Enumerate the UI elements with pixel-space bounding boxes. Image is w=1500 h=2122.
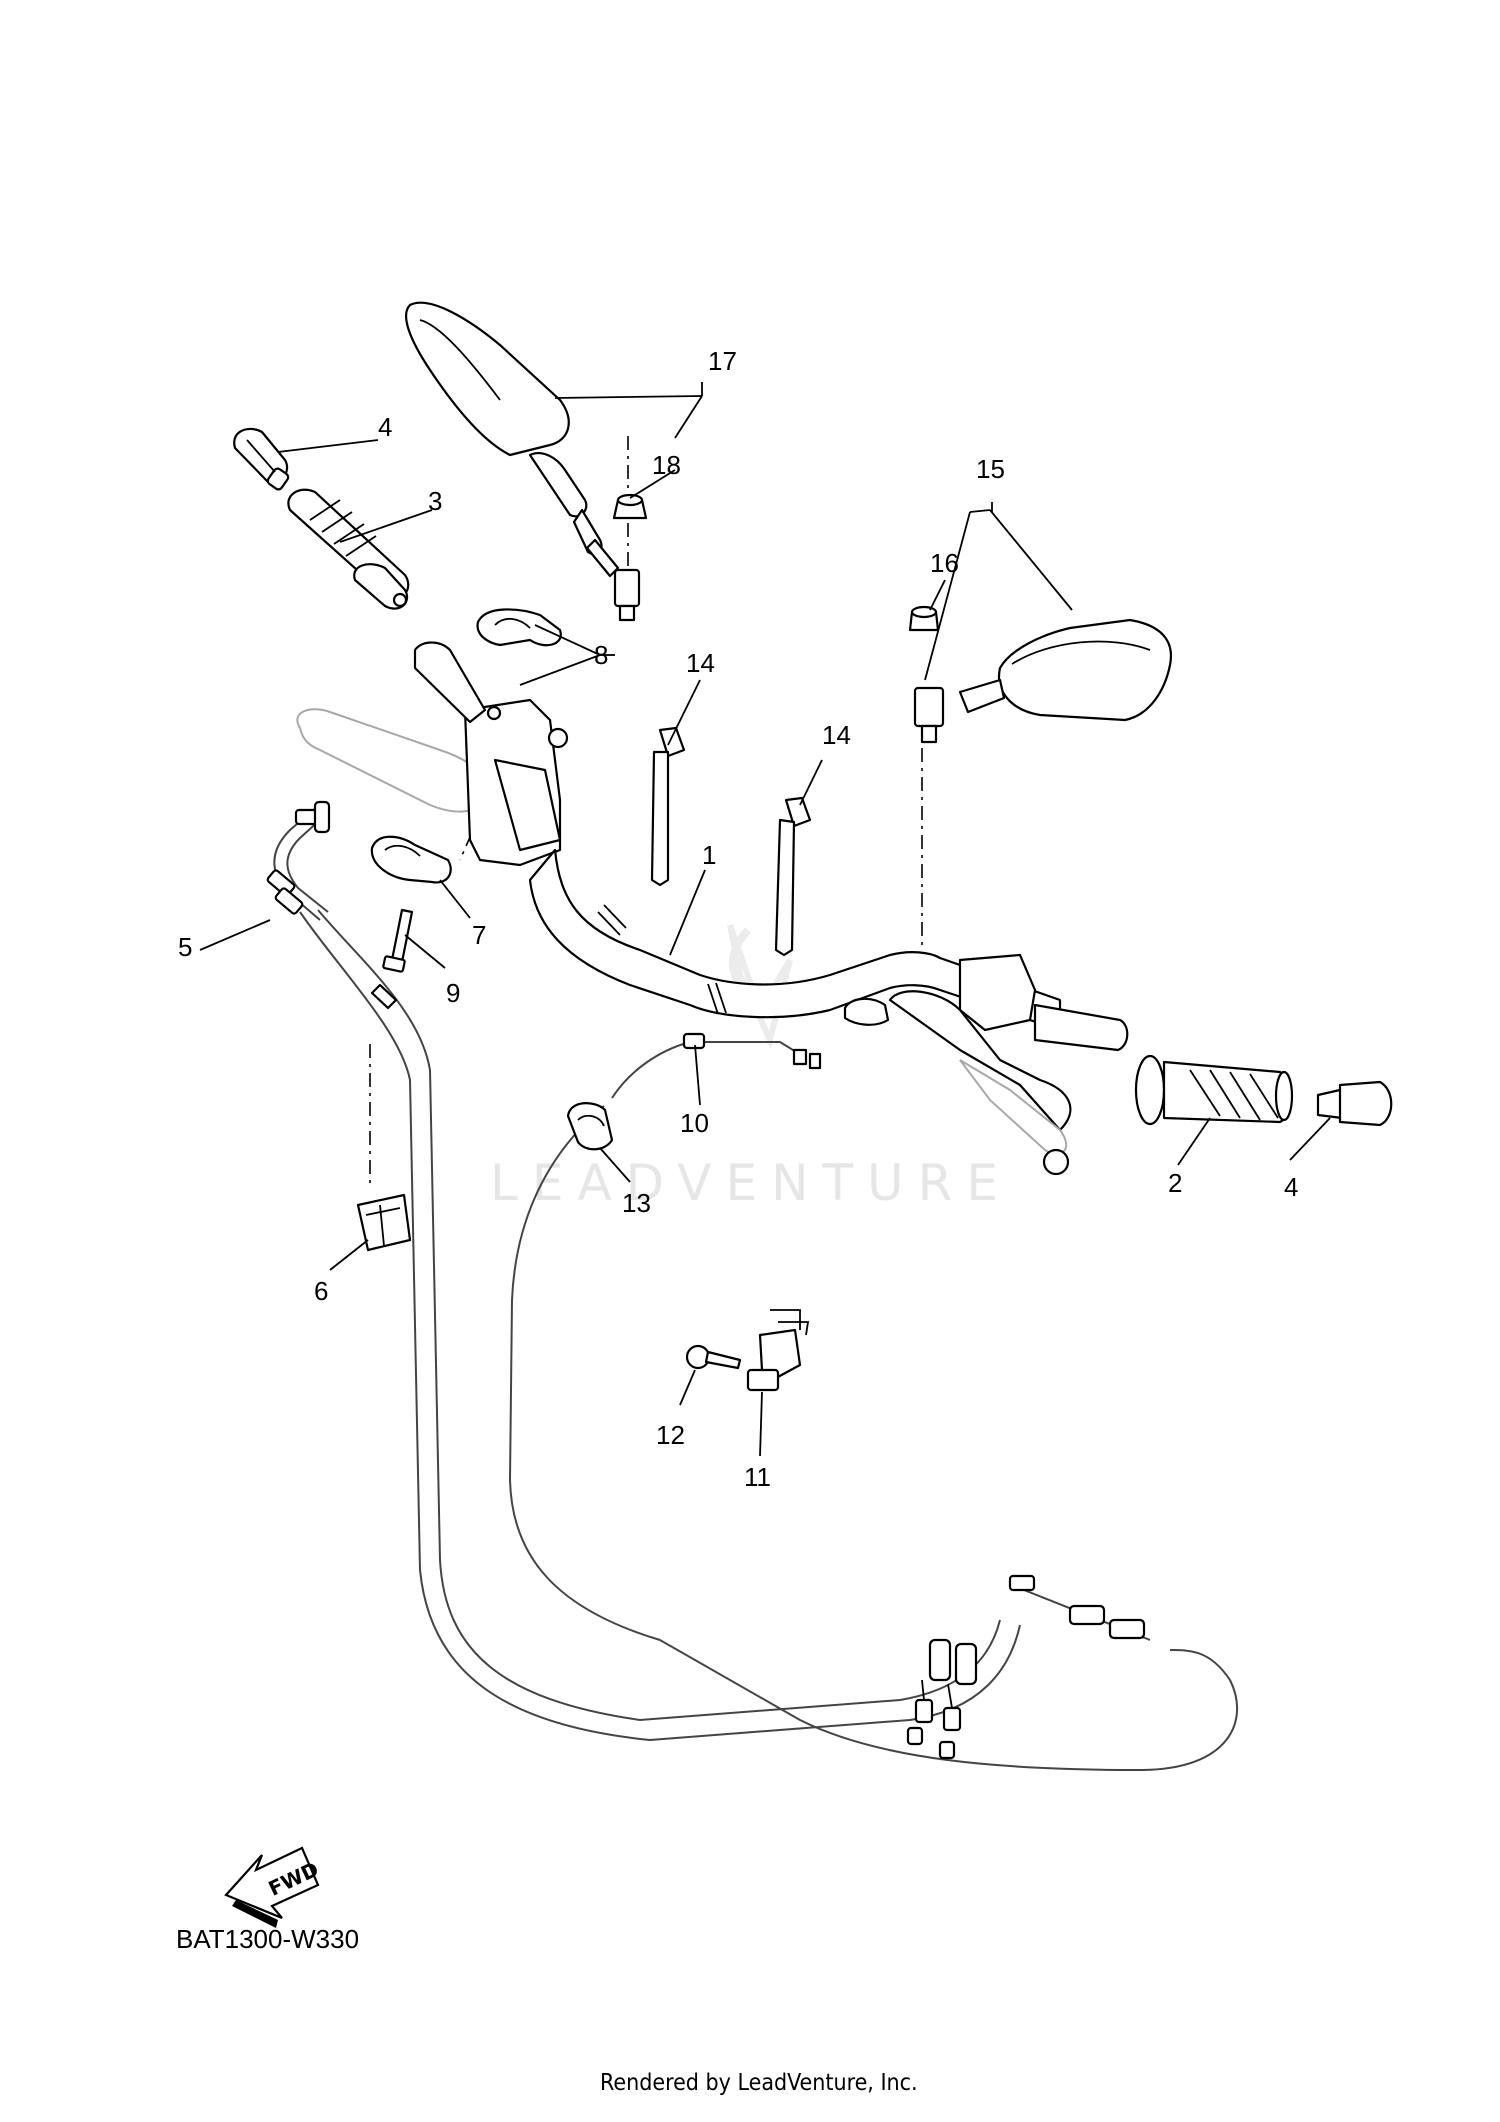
left-bar-end [413, 641, 487, 724]
callout-7: 7 [472, 920, 486, 950]
callout-15: 15 [976, 454, 1005, 484]
bar-end-weight-left [233, 427, 290, 491]
throttle-cables [299, 909, 1239, 1772]
watermark-text: LEADVENTURE [490, 1154, 1012, 1212]
callout-17: 17 [708, 346, 737, 376]
switch-bracket [746, 1309, 810, 1392]
handlebar [528, 848, 1129, 1176]
clutch-cable-lower [611, 1032, 822, 1099]
mirror-right [913, 618, 1173, 744]
drawing-code: BAT1300-W330 [176, 1924, 359, 1954]
callout-4-left: 4 [378, 412, 392, 442]
bolt [382, 908, 414, 973]
lever-holder [370, 835, 452, 884]
callout-5: 5 [178, 932, 192, 962]
left-switch-housing [463, 698, 569, 867]
callout-16: 16 [930, 548, 959, 578]
cable-tie-2 [774, 796, 812, 957]
callout-10: 10 [680, 1108, 709, 1138]
bar-end-weight-right [1316, 1080, 1393, 1127]
grip-right [1134, 1054, 1294, 1126]
callout-8: 8 [594, 640, 608, 670]
cable-clip [356, 1193, 412, 1252]
callout-2: 2 [1168, 1168, 1182, 1198]
callout-4-right: 4 [1284, 1172, 1298, 1202]
screw [685, 1344, 742, 1370]
clamp-holder [476, 608, 562, 647]
callout-12: 12 [656, 1420, 685, 1450]
callout-11: 11 [744, 1462, 771, 1492]
callout-14-b: 14 [822, 720, 851, 750]
callout-13: 13 [622, 1188, 651, 1218]
cable-tie-1 [650, 726, 686, 887]
fwd-arrow-icon: FWD [224, 1846, 322, 1928]
mirror-left [405, 301, 641, 622]
clutch-cable-upper [266, 800, 398, 1010]
mirror-nut-right [908, 605, 940, 632]
callout-6: 6 [314, 1276, 328, 1306]
callouts: 17 4 18 3 15 16 8 14 14 1 5 7 9 10 2 4 1… [178, 346, 1298, 1492]
callout-18: 18 [652, 450, 681, 480]
leader-lines [199, 382, 1331, 1457]
grip-left [287, 488, 410, 610]
callout-1: 1 [702, 840, 716, 870]
callout-14-a: 14 [686, 648, 715, 678]
cable-clamp [566, 1102, 614, 1151]
watermark: LEADVENTURE [490, 924, 1012, 1212]
callout-3: 3 [428, 486, 442, 516]
callout-9: 9 [446, 978, 460, 1008]
footer-credit: Rendered by LeadVenture, Inc. [600, 2070, 918, 2096]
mirror-nut-left [612, 493, 648, 520]
